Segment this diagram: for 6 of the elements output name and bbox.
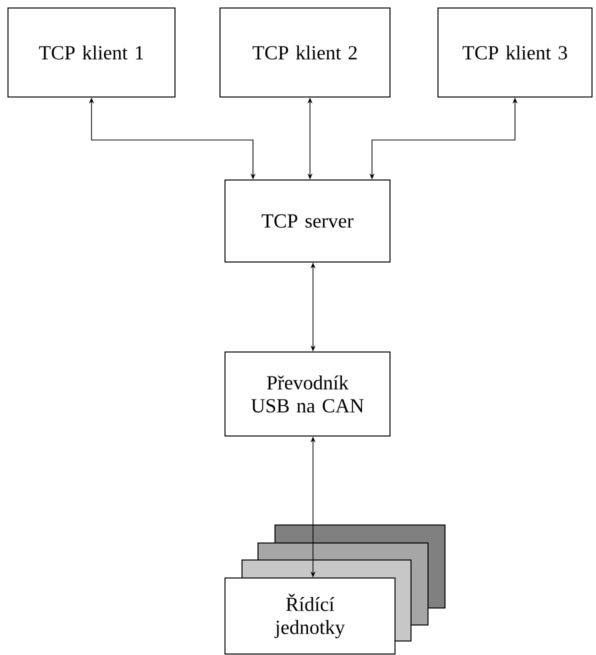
process-box: TCP klient 1 [8,8,176,98]
process-box: Převodník USB na CAN [224,352,390,436]
process-box: TCP klient 2 [220,8,390,98]
process-box: Řídící jednotky [224,578,396,654]
process-box: TCP server [224,180,390,262]
process-box: TCP klient 3 [438,8,592,98]
